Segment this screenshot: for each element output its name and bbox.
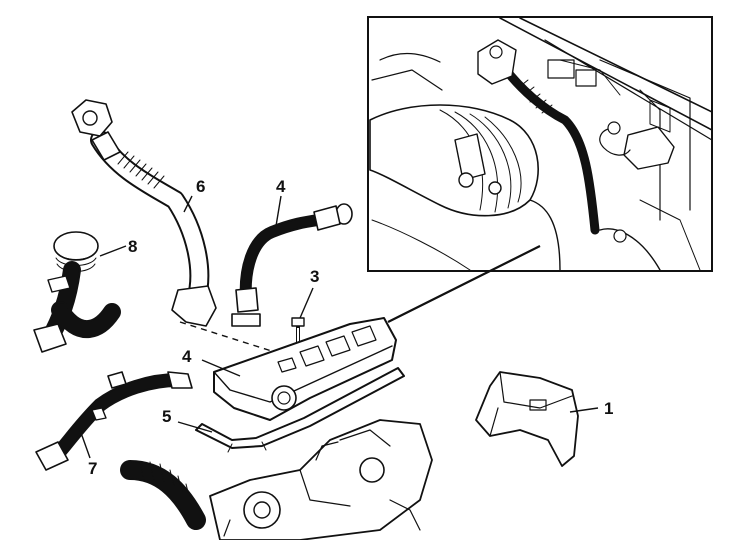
callout-4-upper: 4: [276, 177, 286, 196]
part-1-heat-shield: [475, 371, 579, 467]
part-7-hose: [35, 371, 193, 471]
valve-cover: [213, 317, 397, 421]
part-8-hose: [33, 231, 121, 353]
callout-8: 8: [128, 237, 137, 256]
callout-1: 1: [604, 399, 613, 418]
callout-6: 6: [196, 177, 205, 196]
callout-5: 5: [162, 407, 171, 426]
callout-7: 7: [88, 459, 97, 478]
inset-leader-line: [387, 245, 541, 323]
inset-detail-view: [367, 16, 713, 272]
part-6-breather-hose: [71, 99, 217, 327]
part-5-gasket: [195, 367, 405, 453]
engine-block: [120, 419, 433, 540]
callout-labels: 1 3 4 4 5 6 7 8: [88, 177, 613, 478]
part-4-upper-hose: [231, 203, 353, 327]
callout-3: 3: [310, 267, 319, 286]
leader-lines: [79, 195, 599, 459]
callout-4-lower: 4: [182, 347, 192, 366]
